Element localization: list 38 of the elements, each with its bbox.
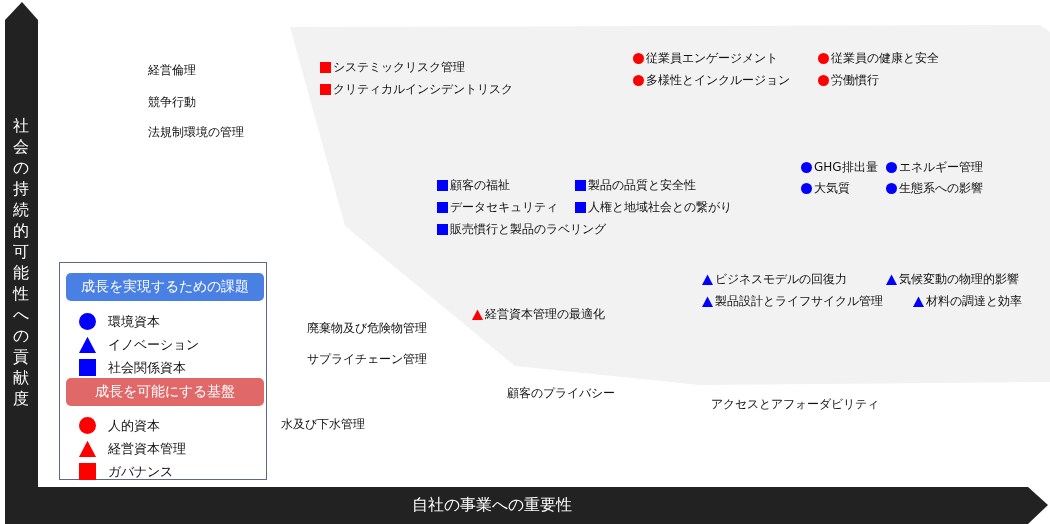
issue-label: 顧客の福祉 [450,177,510,193]
axis-title: 自社の事業への重要性 [412,495,572,516]
issue-label: 廃棄物及び危険物管理 [307,320,427,336]
issue-label: エネルギー管理 [899,159,983,175]
issue-label: 材料の調達と効率 [926,293,1022,309]
issue-label: 従業員の健康と安全 [831,50,939,66]
issue-label: ビジネスモデルの回復力 [715,271,847,287]
issue-label: 気候変動の物理的影響 [899,271,1019,287]
issue-label: 労働慣行 [831,72,879,88]
issue-label: GHG排出量 [814,159,878,175]
issue-label: クリティカルインシデントリスク [333,81,513,97]
issue-label: 生態系への影響 [899,180,983,196]
issue-label: アクセスとアフォーダビリティ [711,396,879,412]
issue-label: 水及び下水管理 [281,416,365,432]
axis-title: 社会の持続的可能性への貢献度 [12,115,30,409]
legend-label: 人的資本 [108,417,160,434]
legend-label: ガバナンス [108,463,173,480]
issue-label: データセキュリティ [450,199,558,215]
issue-label: 販売慣行と製品のラベリング [450,221,606,237]
issue-label: 競争行動 [148,94,196,110]
legend-label: イノベーション [108,336,199,353]
issue-label: 製品設計とライフサイクル管理 [715,293,883,309]
issue-label: システミックリスク管理 [333,59,465,75]
issue-label: 顧客のプライバシー [507,385,615,401]
issue-label: 製品の品質と安全性 [588,177,696,193]
issue-label: 大気質 [814,180,850,196]
issue-label: 人権と地域社会との繋がり [588,199,732,215]
legend-label: 社会関係資本 [108,359,186,376]
issue-label: 経営資本管理の最適化 [485,306,605,322]
issue-label: サプライチェーン管理 [307,351,427,367]
issue-label: 多様性とインクルージョン [646,72,790,88]
category-header: 成長を可能にする基盤 [66,378,264,406]
issue-label: 経営倫理 [148,62,196,78]
category-header: 成長を実現するための課題 [66,273,264,301]
legend-label: 経営資本管理 [108,440,186,457]
issue-label: 法規制環境の管理 [148,124,244,140]
legend-label: 環境資本 [108,313,160,330]
issue-label: 従業員エンゲージメント [646,50,778,66]
